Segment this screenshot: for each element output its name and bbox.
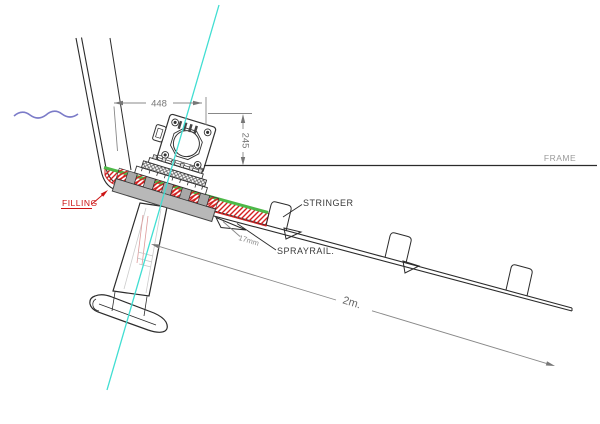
note-17mm-value: 17mm	[238, 233, 261, 248]
centerline	[106, 4, 220, 391]
dim-448-arrow-left	[114, 100, 123, 106]
waterline-wave	[13, 110, 79, 119]
corner-screws	[161, 118, 212, 169]
dimension-448: 448	[113, 97, 207, 152]
dim-2m-value: 2m.	[341, 295, 362, 312]
foot-outline	[89, 294, 168, 333]
label-sprayrail: SPRAYRAIL.	[277, 246, 334, 256]
transducer-box	[152, 113, 217, 174]
flange-tier-1-ticks	[140, 167, 204, 190]
dim-448-value: 448	[151, 99, 167, 110]
side-connector	[152, 124, 167, 143]
dim-448-witness-lines	[113, 97, 207, 152]
strut-body	[112, 202, 168, 297]
vent-slots	[177, 120, 198, 134]
filling-leader	[91, 194, 104, 205]
foot-top-line	[98, 303, 157, 326]
strut-foot	[89, 291, 168, 333]
dim-2m-arrow-right	[545, 361, 555, 366]
stringers	[265, 201, 533, 297]
sprayrail-wedge	[214, 216, 247, 231]
stringer-2	[384, 232, 412, 264]
label-filling-group: FILLING	[61, 190, 108, 209]
label-sprayrail-group: SPRAYRAIL.	[236, 223, 334, 256]
dimension-245: 245	[208, 113, 252, 166]
label-frame: FRAME	[544, 153, 576, 163]
side-connector-inner	[155, 127, 164, 139]
label-stringer: STRINGER	[303, 198, 354, 208]
label-filling: FILLING	[62, 198, 98, 208]
dim-245-value: 245	[240, 133, 251, 149]
stringer-3	[505, 264, 533, 297]
bezel-octagon	[169, 127, 203, 161]
dim-448-arrow-right	[193, 100, 202, 106]
stringer-1-gusset	[283, 227, 303, 240]
mounting-assembly	[111, 113, 220, 223]
dim-245-arrow-bottom	[240, 157, 246, 166]
label-stringer-group: STRINGER	[282, 198, 354, 218]
foot-socket-lines	[111, 291, 148, 317]
dimension-2m: 2m.	[151, 244, 555, 366]
filling-leader-arrow	[100, 190, 108, 197]
foot-knob-line	[92, 298, 100, 312]
sprayrail-leader	[236, 223, 277, 251]
stringer-1	[265, 201, 292, 232]
note-17mm-leader	[222, 221, 241, 237]
mounting-bolts	[152, 154, 203, 174]
stringer-2-gusset	[402, 260, 421, 274]
strut	[112, 202, 168, 297]
dim-2m-line	[159, 246, 547, 364]
strut-hidden-rod	[136, 214, 149, 266]
stringer-leader	[282, 204, 303, 218]
dim-245-arrow-top	[240, 114, 246, 123]
dim-2m-arrow-left	[151, 244, 161, 249]
note-17mm: 17mm	[222, 221, 261, 248]
